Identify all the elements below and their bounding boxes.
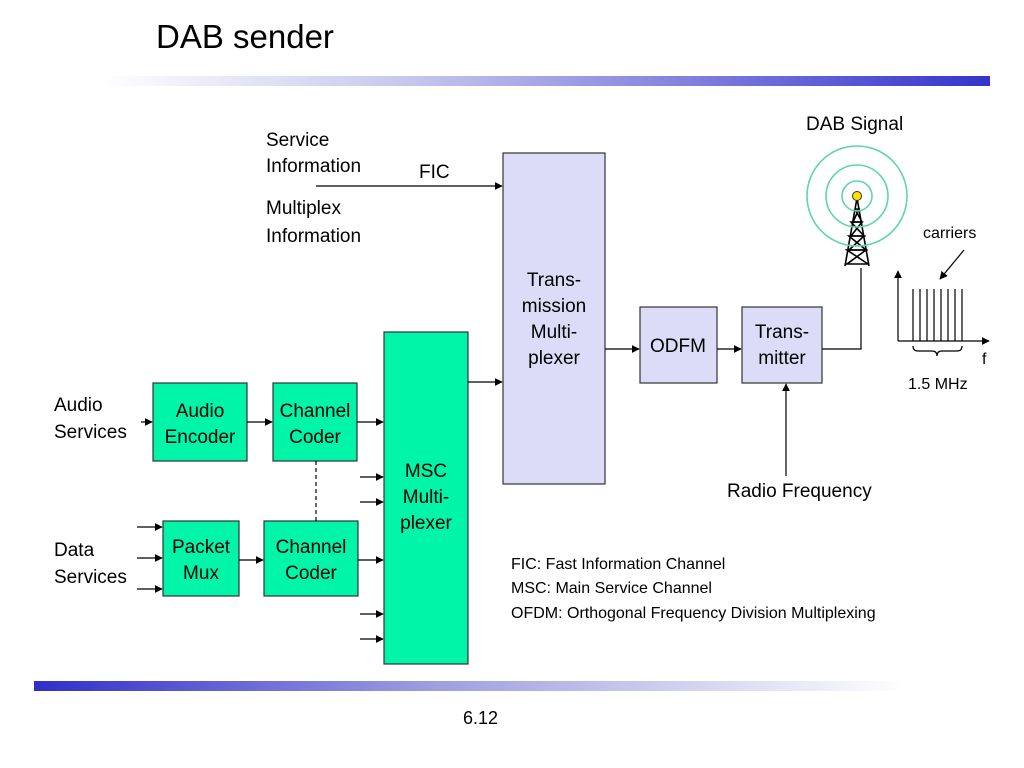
svg-text:mission: mission — [522, 296, 586, 317]
svg-text:OFDM: Orthogonal Frequency Div: OFDM: Orthogonal Frequency Division Mult… — [511, 605, 876, 622]
svg-text:Services: Services — [54, 422, 127, 443]
svg-text:Audio: Audio — [176, 401, 225, 422]
channel-coder-audio-block: Channel Coder — [272, 382, 358, 462]
radio-waves-icon — [806, 145, 908, 247]
svg-text:Trans-: Trans- — [527, 270, 581, 291]
svg-text:Data: Data — [54, 540, 95, 561]
antenna-tower-icon — [844, 197, 870, 267]
slide-title: DAB sender — [156, 18, 334, 55]
connection-arrows — [137, 182, 862, 643]
footer-divider — [34, 681, 904, 691]
carriers-pointer — [939, 249, 965, 280]
bandwidth-brace — [912, 345, 963, 357]
transmitter-block: Trans- mitter — [741, 306, 823, 384]
svg-text:plexer: plexer — [400, 513, 452, 534]
svg-text:Channel: Channel — [280, 401, 351, 422]
transmission-multiplexer-block: Trans- mission Multi- plexer — [502, 152, 606, 485]
svg-text:Mux: Mux — [183, 563, 219, 584]
dab-signal-label: DAB Signal — [806, 114, 903, 135]
svg-text:MSC: Main Service Channel: MSC: Main Service Channel — [511, 580, 712, 597]
svg-text:Services: Services — [54, 567, 127, 588]
spectrum-axes — [894, 270, 990, 345]
bandwidth-label: 1.5 MHz — [908, 376, 968, 393]
page-number: 6.12 — [463, 708, 499, 728]
svg-text:Channel: Channel — [276, 537, 347, 558]
data-services-label: Data Services — [54, 540, 127, 588]
svg-text:Information: Information — [266, 226, 361, 247]
svg-text:MSC: MSC — [405, 461, 447, 482]
audio-services-label: Audio Services — [54, 395, 127, 443]
carrier-lines — [912, 289, 963, 341]
carriers-label: carriers — [923, 225, 976, 242]
multiplex-information-label: Multiplex Information — [266, 198, 361, 247]
packet-mux-block: Packet Mux — [162, 520, 240, 597]
svg-text:Multiplex: Multiplex — [266, 198, 341, 219]
svg-text:Coder: Coder — [285, 563, 337, 584]
svg-text:ODFM: ODFM — [650, 336, 706, 357]
svg-text:FIC: Fast Information Channel: FIC: Fast Information Channel — [511, 556, 725, 573]
svg-text:Service: Service — [266, 130, 329, 151]
service-information-label: Service Information — [266, 130, 361, 177]
svg-text:Coder: Coder — [289, 427, 341, 448]
audio-encoder-block: Audio Encoder — [152, 382, 248, 462]
radio-frequency-label: Radio Frequency — [727, 481, 872, 502]
svg-text:Multi-: Multi- — [403, 487, 449, 508]
msc-multiplexer-block: MSC Multi- plexer — [383, 331, 469, 665]
channel-coder-data-block: Channel Coder — [263, 520, 359, 597]
svg-text:Encoder: Encoder — [165, 427, 236, 448]
abbreviation-legend: FIC: Fast Information Channel MSC: Main … — [511, 556, 876, 622]
svg-text:plexer: plexer — [528, 348, 580, 369]
svg-text:Multi-: Multi- — [531, 322, 577, 343]
svg-text:mitter: mitter — [758, 348, 806, 369]
svg-text:Information: Information — [266, 156, 361, 177]
svg-text:Trans-: Trans- — [755, 322, 809, 343]
svg-text:Packet: Packet — [172, 537, 231, 558]
antenna-tip-icon — [852, 191, 862, 201]
odfm-block: ODFM — [639, 306, 718, 384]
title-divider — [100, 76, 990, 86]
svg-text:Audio: Audio — [54, 395, 103, 416]
fic-label: FIC — [419, 162, 450, 183]
frequency-axis-label: f — [982, 351, 987, 368]
